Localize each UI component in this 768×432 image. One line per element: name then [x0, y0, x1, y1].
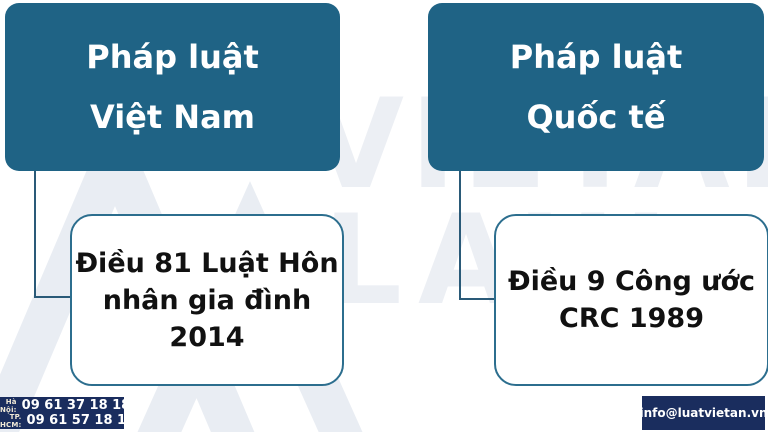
node-label-line: CRC 1989 [559, 303, 704, 334]
node-phap-luat-viet-nam: Pháp luật Việt Nam [5, 3, 340, 171]
hcm-label: TP. HCM: [0, 412, 22, 429]
connector-left-horizontal [34, 296, 71, 298]
node-label-line: Điều 81 Luật Hôn [75, 247, 339, 279]
node-dieu-9-cong-uoc-crc: Điều 9 Công ước CRC 1989 [494, 214, 768, 386]
contact-row-hanoi: Hà Nội: 09 61 37 18 18 [0, 397, 130, 414]
node-phap-luat-quoc-te: Pháp luật Quốc tế [428, 3, 764, 171]
email-text: info@luatvietan.vn [639, 406, 768, 420]
node-dieu-81-luat-hon-nhan: Điều 81 Luật Hôn nhân gia đình 2014 [70, 214, 344, 386]
hanoi-phone-number: 09 61 37 18 18 [21, 398, 131, 413]
connector-left-vertical [34, 170, 36, 298]
node-label-line: Pháp luật [86, 38, 259, 76]
hcm-phone-number: 09 61 57 18 18 [26, 413, 136, 428]
hanoi-label: Hà Nội: [0, 397, 17, 414]
contact-row-hcm: TP. HCM: 09 61 57 18 18 [0, 412, 135, 429]
node-label-line: Pháp luật [509, 38, 683, 76]
connector-right-horizontal [459, 298, 495, 300]
contact-phone-bar: Hà Nội: 09 61 37 18 18 TP. HCM: 09 61 57… [0, 397, 135, 429]
contact-email-bar: info@luatvietan.vn [639, 396, 768, 430]
node-label-line: Việt Nam [89, 98, 256, 136]
connector-right-vertical [459, 171, 461, 300]
node-label-line: Quốc tế [526, 98, 666, 136]
node-label-line: nhân gia đình 2014 [102, 284, 312, 353]
node-label-line: Điều 9 Công ước [507, 266, 756, 297]
